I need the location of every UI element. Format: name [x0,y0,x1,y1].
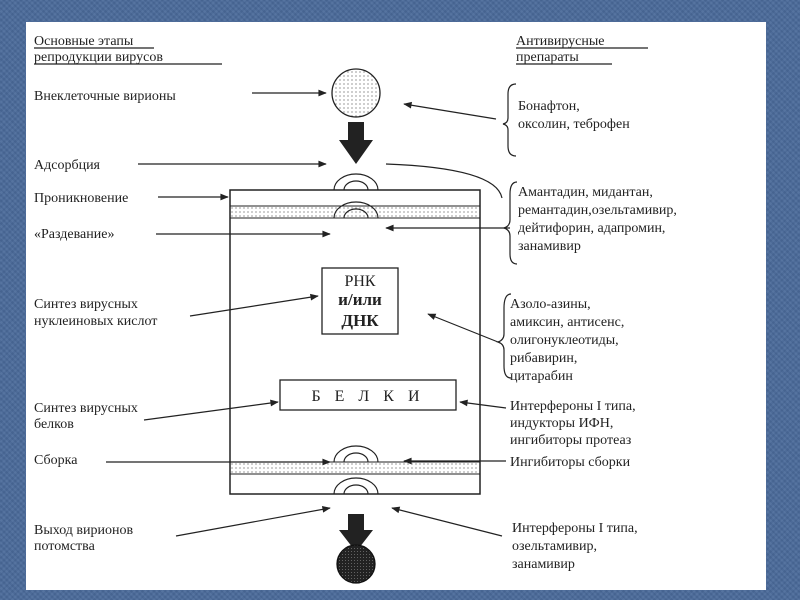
stage-protein-synthesis-line2: белков [34,417,74,432]
stage-nucleic-synthesis-line1: Синтез вирусных [34,297,138,312]
drugs-group3-line2: амиксин, антисенс, [510,315,624,330]
arrow-drugs-3 [427,313,499,343]
extracellular-virion [331,68,381,118]
thick-arrow-down-bottom [339,514,373,552]
arrow-drugs-4 [459,399,507,409]
drugs-group4-line3: ингибиторы протеаз [510,433,632,448]
stages-header-line1: Основные этапы [34,34,134,49]
stage-exit-line2: потомства [34,539,96,554]
slide: Основные этапы репродукции вирусов Антив… [26,22,766,590]
drugs-group1-line1: Бонафтон, [518,99,580,114]
nucleic-acid-box [321,267,399,335]
drugs-group3-line3: олигонуклеотиды, [510,333,619,348]
drugs-group3-line1: Азоло-азины, [510,297,591,312]
proteins-label: Б Е Л К И [311,388,424,405]
drugs-group2-line4: занамивир [518,239,581,254]
drugs-group3-line5: цитарабин [510,369,573,384]
drugs-group5: Ингибиторы сборки [510,455,631,470]
stage-penetration: Проникновение [34,191,128,206]
rna-label: РНК [344,273,375,290]
stage-adsorption: Адсорбция [34,158,101,173]
stage-nucleic-synthesis-line2: нуклеиновых кислот [34,314,157,329]
cell-box [229,189,481,495]
arrow-nucleic-synthesis [189,293,319,317]
stages-header-line2: репродукции вирусов [34,50,163,65]
drugs-group6-line1: Интерфероны I типа, [512,521,638,536]
drugs-group3-line4: рибавирин, [510,351,577,366]
adsorbed-virion [333,173,379,191]
virus-reproduction-diagram: Основные этапы репродукции вирусов Антив… [34,34,677,584]
stage-exit-line1: Выход вирионов [34,523,134,538]
thick-arrow-down-top [339,122,373,164]
cell-membrane-top [229,205,481,219]
drugs-header-line1: Антивирусные [516,34,604,49]
brace-drugs-1 [502,83,517,157]
stage-protein-synthesis-line1: Синтез вирусных [34,401,138,416]
brace-drugs-3 [496,293,512,379]
drugs-group2-line2: ремантадин,озельтамивир, [518,203,677,218]
budding-virion [333,477,379,495]
progeny-virion [336,544,376,584]
arrow-protein-synthesis [143,399,279,421]
stage-extracellular-virions: Внеклеточные вирионы [34,89,176,104]
arrow-exit [175,506,331,537]
drugs-group6-line2: озельтамивир, [512,539,597,554]
drugs-group1-line2: оксолин, теброфен [518,117,630,132]
drugs-group4-line2: индукторы ИФН, [510,416,613,431]
drugs-header-line2: препараты [516,50,579,65]
arrow-drugs-1 [403,101,497,120]
and-or-label: и/или [338,290,382,309]
drugs-group4-line1: Интерфероны I типа, [510,399,636,414]
drugs-group6-line3: занамивир [512,557,575,572]
cell-membrane-bottom [229,461,481,475]
arrow-drugs-6 [391,506,503,537]
dna-label: ДНК [341,311,379,330]
assembling-virion [333,445,379,463]
proteins-box [279,379,457,411]
penetrated-virion [333,201,379,219]
stage-assembly: Сборка [34,453,78,468]
drugs-group2-line3: дейтифорин, адапромин, [518,221,665,236]
drugs-group2-line1: Амантадин, мидантан, [518,185,653,200]
stage-uncoating: «Раздевание» [34,227,114,242]
curve-drugs-2 [385,163,503,199]
brace-drugs-2 [502,181,518,265]
